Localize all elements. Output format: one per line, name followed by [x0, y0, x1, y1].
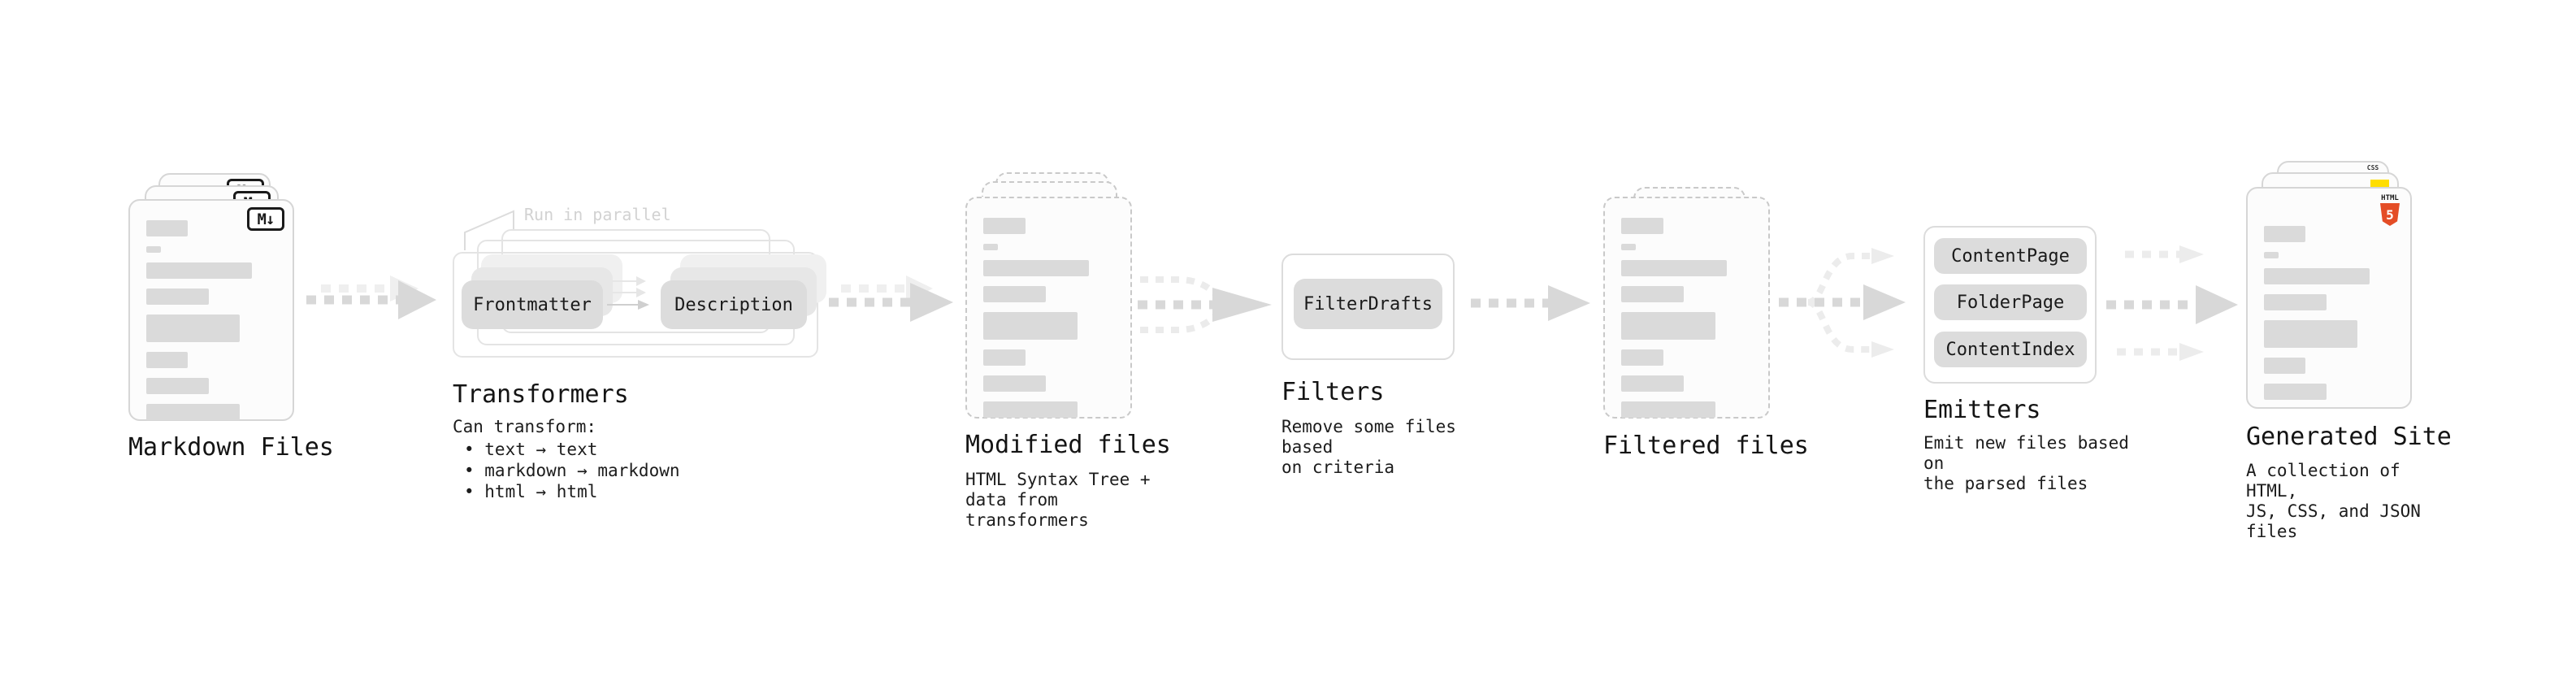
converge-branch-top — [1140, 276, 1219, 297]
doc-content-placeholder — [130, 201, 293, 420]
stage-title-filtered-files: Filtered files — [1603, 432, 1809, 460]
arrow-main — [1471, 285, 1590, 321]
doc-line — [1621, 218, 1663, 234]
filters-caption: Remove some files based on criteria — [1281, 417, 1456, 477]
stage-emitters: ContentPage FolderPage ContentIndex Emit… — [1923, 226, 2135, 493]
doc-line — [146, 262, 252, 279]
description-chip: Description — [661, 280, 807, 329]
flow-arrow-emitters-to-site — [2106, 245, 2238, 361]
flow-arrow-markdown-to-transformers — [306, 275, 436, 319]
filterdrafts-chip: FilterDrafts — [1294, 279, 1442, 329]
css-icon: CSS — [2366, 164, 2379, 171]
doc-line — [983, 312, 1078, 340]
doc-line — [1621, 286, 1685, 302]
arrow-main — [1779, 284, 1906, 320]
doc-line — [2264, 320, 2358, 348]
stage-transformers: Run in parallel Frontmatter Description … — [453, 203, 835, 528]
transformers-caption-heading: Can transform: — [453, 417, 597, 436]
contentindex-chip: ContentIndex — [1934, 332, 2087, 367]
doc-line — [983, 260, 1090, 276]
generated-site-caption: A collection of HTML, JS, CSS, and JSON … — [2246, 461, 2421, 541]
doc-content-placeholder — [1605, 198, 1768, 418]
stage-title-transformers: Transformers — [453, 380, 629, 409]
doc-line — [2264, 358, 2306, 374]
frontmatter-chip: Frontmatter — [462, 280, 603, 329]
doc-line — [983, 375, 1047, 392]
doc-line — [2264, 226, 2306, 242]
doc-line — [983, 244, 998, 250]
doc-line — [2264, 268, 2370, 284]
doc-line — [146, 404, 241, 420]
arrow-main — [829, 283, 953, 322]
stage-filters: FilterDrafts Filters Remove some files b… — [1281, 254, 1493, 481]
doc-line — [1621, 312, 1715, 340]
doc-line — [2264, 252, 2279, 258]
stage-title-generated-site: Generated Site — [2246, 423, 2452, 451]
stage-title-modified-files: Modified files — [965, 431, 1171, 459]
doc-line — [1621, 401, 1715, 418]
doc-line — [146, 246, 161, 253]
folderpage-chip: FolderPage — [1934, 284, 2087, 320]
doc-line — [1621, 349, 1663, 366]
doc-line — [983, 401, 1078, 418]
arrow-light-top — [2125, 245, 2204, 263]
flow-arrow-filtered-to-emitters — [1779, 248, 1906, 358]
converge-branch-bottom — [1140, 312, 1219, 333]
doc-line — [983, 286, 1047, 302]
contentpage-chip: ContentPage — [1934, 238, 2087, 274]
markdown-icon: M↓ — [247, 207, 284, 231]
stage-markdown-files: M↓ M↓ M↓ Markdown Files — [128, 173, 340, 498]
doc-line — [146, 220, 189, 236]
stage-modified-files: Modified files HTML Syntax Tree + data f… — [965, 172, 1177, 530]
doc-line — [2264, 384, 2327, 400]
html5-icon: HTML 5 — [2379, 194, 2400, 226]
run-in-parallel-note: Run in parallel — [524, 205, 671, 224]
parallel-arrows-icon — [607, 276, 649, 310]
site-doc-front: HTML 5 — [2246, 187, 2412, 409]
arrow-main — [306, 280, 436, 319]
diverge-branch-top — [1807, 248, 1894, 306]
filtered-doc-front — [1603, 197, 1770, 419]
doc-line — [983, 218, 1026, 234]
diverge-branch-bottom — [1807, 299, 1894, 358]
doc-line — [1621, 375, 1685, 392]
doc-line — [1621, 244, 1636, 250]
doc-line — [146, 314, 241, 342]
arrow-light-bottom — [2117, 343, 2204, 361]
flow-arrow-modified-to-filters — [1138, 276, 1272, 333]
modified-files-caption: HTML Syntax Tree + data from transformer… — [965, 470, 1151, 530]
doc-line — [2264, 294, 2327, 310]
js-icon — [2370, 180, 2389, 189]
stage-filtered-files: Filtered files — [1603, 187, 1815, 479]
doc-line — [983, 349, 1026, 366]
transformers-caption-bullets: • text → text • markdown → markdown • ht… — [464, 440, 680, 501]
emitters-caption: Emit new files based on the parsed files — [1923, 433, 2129, 493]
doc-content-placeholder — [967, 198, 1130, 418]
stage-title-markdown-files: Markdown Files — [128, 433, 334, 462]
markdown-doc-front: M↓ — [128, 199, 294, 421]
stage-title-filters: Filters — [1281, 378, 1385, 406]
stage-generated-site: CSS HTML 5 Generated Site A collectio — [2246, 161, 2457, 541]
arrow-main — [2106, 285, 2238, 324]
doc-line — [146, 378, 209, 394]
arrow-main — [1138, 288, 1272, 322]
flow-arrow-transformers-to-modified — [829, 275, 953, 322]
stage-title-emitters: Emitters — [1923, 396, 2041, 424]
doc-line — [146, 288, 209, 305]
modified-doc-front — [965, 197, 1132, 419]
doc-line — [146, 352, 189, 368]
flow-arrow-filters-to-filtered — [1471, 285, 1590, 321]
note-connector-line — [464, 210, 514, 250]
doc-line — [1621, 260, 1728, 276]
transformer-box-front — [453, 252, 818, 358]
doc-content-placeholder — [2248, 189, 2410, 400]
